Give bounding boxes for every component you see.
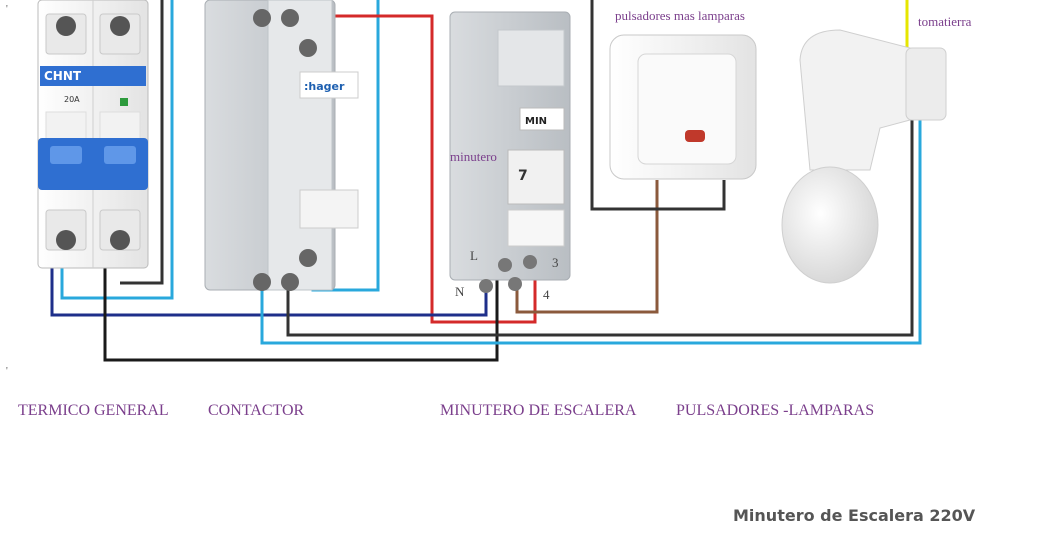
wire-dark-pushbutton [590,0,726,211]
timer-brand: MIN [525,116,547,127]
wire-brown-pushbutton [515,180,659,314]
wire-blue-neutral [50,265,488,317]
wire-cyan-right [60,0,174,300]
pulsadores-note: pulsadores mas lamparas [615,8,745,23]
wire-dark-right [120,0,164,285]
breaker: CHNT 20A [37,0,149,269]
section-pulsadores: PULSADORES -LAMPARAS [676,402,875,419]
diagram-title: Minutero de Escalera 220V [733,506,976,525]
timer: MIN 7 [449,11,571,293]
breaker-brand: CHNT [44,69,82,83]
svg-text:': ' [6,366,8,377]
terminal-n-label: N [455,284,465,299]
pushbutton [609,34,757,180]
wire-cyan-lamp-return [260,95,922,345]
lamp [781,29,947,284]
contactor: :hager [204,0,359,291]
breaker-rating: 20A [64,95,80,104]
section-minutero: MINUTERO DE ESCALERA [440,402,637,419]
svg-text:': ' [6,4,8,15]
terminal-4-label: 4 [543,287,550,302]
terminal-l-label: L [470,248,478,263]
wire-dark-lamp [286,95,914,337]
wire-black-phase [103,265,499,362]
section-termico: TERMICO GENERAL [18,402,169,419]
contactor-brand: :hager [304,80,345,93]
minutero-overlay-label: minutero [450,149,497,164]
section-contactor: CONTACTOR [208,402,305,419]
tomatierra-label: tomatierra [918,14,972,29]
terminal-3-label: 3 [552,255,559,270]
timer-dial: 7 [518,168,528,184]
